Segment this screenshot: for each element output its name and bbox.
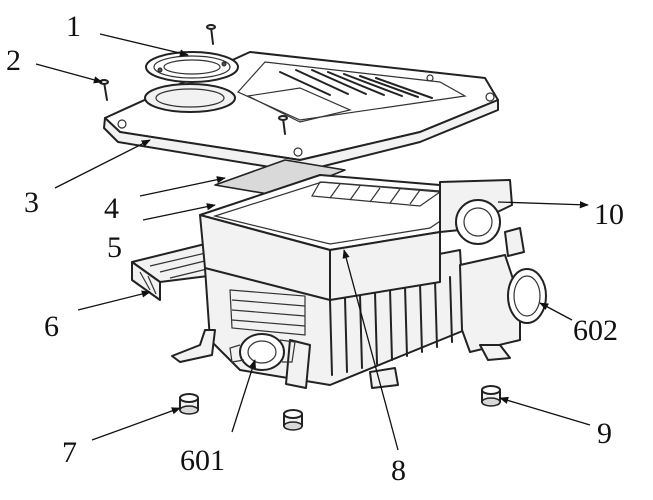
- front-ribs: [329, 276, 453, 376]
- leader-7: [91, 407, 181, 441]
- leader-9: [499, 396, 591, 426]
- side-fitting: [439, 179, 525, 257]
- leader-4: [139, 176, 226, 197]
- leader-lines: [35, 33, 591, 451]
- leader-8: [342, 249, 399, 451]
- callout-10: 10: [594, 198, 624, 231]
- leader-2: [35, 63, 103, 84]
- rubber-foot-right: [481, 385, 501, 407]
- callout-8: 8: [391, 454, 406, 487]
- callouts: 1 2 3 4 5 6 601 602 7 8 9 10: [6, 10, 624, 487]
- leader-5: [142, 203, 216, 221]
- callout-7: 7: [62, 436, 77, 469]
- callout-3: 3: [24, 186, 39, 219]
- callout-9: 9: [597, 417, 612, 450]
- filter-sheet: [214, 159, 346, 197]
- leader-602: [539, 302, 573, 321]
- screw-top: [206, 24, 216, 45]
- callout-4: 4: [104, 192, 119, 225]
- rubber-foot-center: [283, 409, 303, 431]
- filter-element: [199, 174, 501, 301]
- leader-3: [54, 139, 151, 189]
- filter-pleats: [311, 181, 442, 207]
- screw-left: [99, 79, 109, 101]
- leader-601: [231, 359, 256, 433]
- leader-1: [99, 33, 189, 57]
- leader-10: [497, 201, 589, 209]
- outlet-pipe: [459, 254, 547, 361]
- side-grille: [229, 289, 306, 336]
- callout-2: 2: [6, 44, 21, 77]
- callout-1: 1: [66, 10, 81, 43]
- cover-ribs: [279, 69, 433, 99]
- sealing-cap: [145, 51, 239, 83]
- callout-5: 5: [107, 231, 122, 264]
- leader-6: [77, 290, 151, 311]
- callout-6: 6: [44, 310, 59, 343]
- callout-602: 602: [573, 314, 618, 347]
- rubber-foot-left: [179, 393, 199, 415]
- callout-601: 601: [180, 444, 225, 477]
- screw-center: [278, 115, 288, 135]
